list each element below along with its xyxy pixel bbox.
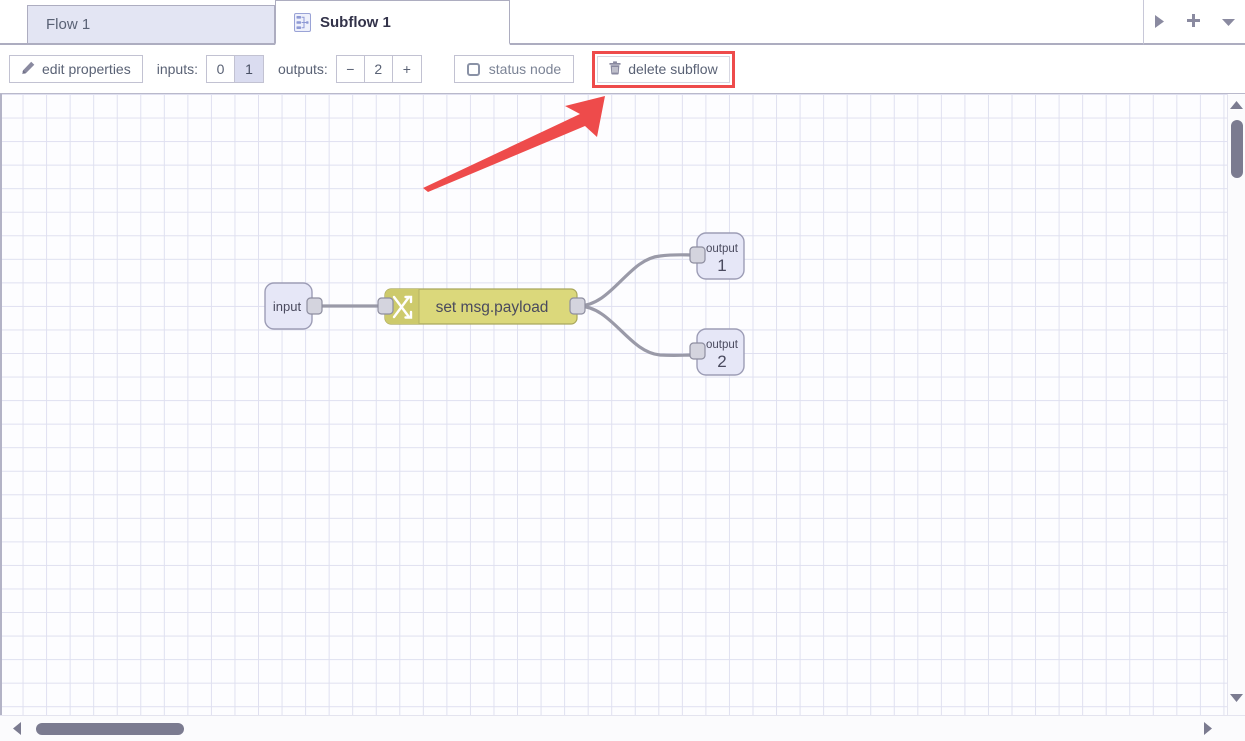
input-node-output-port[interactable] bbox=[306, 297, 323, 315]
delete-subflow-highlight: delete subflow bbox=[592, 50, 735, 88]
scroll-left-arrow-icon[interactable] bbox=[6, 717, 28, 739]
scroll-down-arrow-icon[interactable] bbox=[1227, 687, 1245, 709]
inputs-option-1[interactable]: 1 bbox=[234, 56, 263, 82]
status-node-label: status node bbox=[488, 61, 562, 77]
outputs-label: outputs: bbox=[277, 61, 328, 77]
change-node-output-port[interactable] bbox=[569, 297, 586, 315]
status-node-checkbox[interactable] bbox=[466, 62, 480, 76]
wire-change-to-output-1 bbox=[576, 253, 696, 308]
delete-subflow-button[interactable]: delete subflow bbox=[597, 55, 730, 83]
outputs-decrement-button[interactable]: − bbox=[336, 56, 365, 82]
tab-flow-1-label: Flow 1 bbox=[46, 16, 91, 33]
tab-bar: Flow 1 Subflow 1 bbox=[0, 0, 1245, 45]
inputs-toggle-group: 0 1 bbox=[205, 55, 264, 83]
edit-properties-button[interactable]: edit properties bbox=[9, 55, 143, 83]
flow-graph: input set msg.payload output 1 bbox=[264, 232, 745, 376]
subflow-icon bbox=[294, 12, 311, 32]
subflow-input-node[interactable]: input bbox=[264, 282, 323, 330]
scroll-right-arrow-icon[interactable] bbox=[1197, 717, 1219, 739]
outputs-increment-button[interactable]: + bbox=[392, 56, 421, 82]
horizontal-scrollbar[interactable] bbox=[0, 715, 1245, 741]
tab-subflow-1-label: Subflow 1 bbox=[320, 13, 391, 31]
status-node-toggle[interactable]: status node bbox=[453, 55, 575, 83]
subflow-output-node-1-label: output bbox=[706, 243, 739, 255]
output-node-2-input-port[interactable] bbox=[689, 342, 706, 360]
subflow-output-node-1[interactable]: output 1 bbox=[689, 232, 745, 280]
outputs-value: 2 bbox=[364, 56, 393, 82]
subflow-output-node-2[interactable]: output 2 bbox=[689, 328, 745, 376]
tab-flow-1[interactable]: Flow 1 bbox=[27, 5, 275, 43]
vertical-scrollbar[interactable] bbox=[1227, 94, 1245, 715]
canvas-grid bbox=[0, 94, 1227, 715]
horizontal-scrollbar-thumb[interactable] bbox=[36, 723, 184, 735]
flow-canvas[interactable]: input set msg.payload output 1 bbox=[0, 94, 1227, 715]
play-right-icon[interactable] bbox=[1153, 14, 1166, 29]
inputs-label: inputs: bbox=[156, 61, 198, 77]
change-node[interactable]: set msg.payload bbox=[377, 288, 586, 325]
scroll-up-arrow-icon[interactable] bbox=[1227, 94, 1245, 116]
change-node-input-port[interactable] bbox=[377, 297, 394, 315]
delete-subflow-label: delete subflow bbox=[628, 61, 718, 77]
change-node-label: set msg.payload bbox=[436, 299, 549, 316]
subflow-output-node-1-value: 1 bbox=[717, 256, 726, 275]
plus-icon[interactable] bbox=[1185, 13, 1202, 30]
output-node-1-input-port[interactable] bbox=[689, 246, 706, 264]
vertical-scrollbar-thumb[interactable] bbox=[1231, 120, 1243, 178]
tab-strip: Flow 1 Subflow 1 bbox=[0, 0, 1143, 45]
trash-icon bbox=[609, 60, 621, 78]
shuffle-icon bbox=[392, 295, 413, 319]
subflow-toolbar: edit properties inputs: 0 1 outputs: − 2… bbox=[0, 45, 1245, 94]
subflow-output-node-2-value: 2 bbox=[717, 352, 726, 371]
wire-change-to-output-2 bbox=[576, 304, 696, 358]
outputs-stepper: − 2 + bbox=[335, 55, 422, 83]
subflow-output-node-2-label: output bbox=[706, 339, 739, 351]
inputs-option-0[interactable]: 0 bbox=[206, 56, 235, 82]
edit-properties-label: edit properties bbox=[42, 61, 131, 77]
subflow-input-node-label: input bbox=[273, 299, 302, 314]
pencil-icon bbox=[21, 61, 35, 78]
tab-controls bbox=[1143, 0, 1245, 45]
chevron-down-icon[interactable] bbox=[1221, 17, 1236, 27]
tab-subflow-1[interactable]: Subflow 1 bbox=[275, 0, 510, 45]
